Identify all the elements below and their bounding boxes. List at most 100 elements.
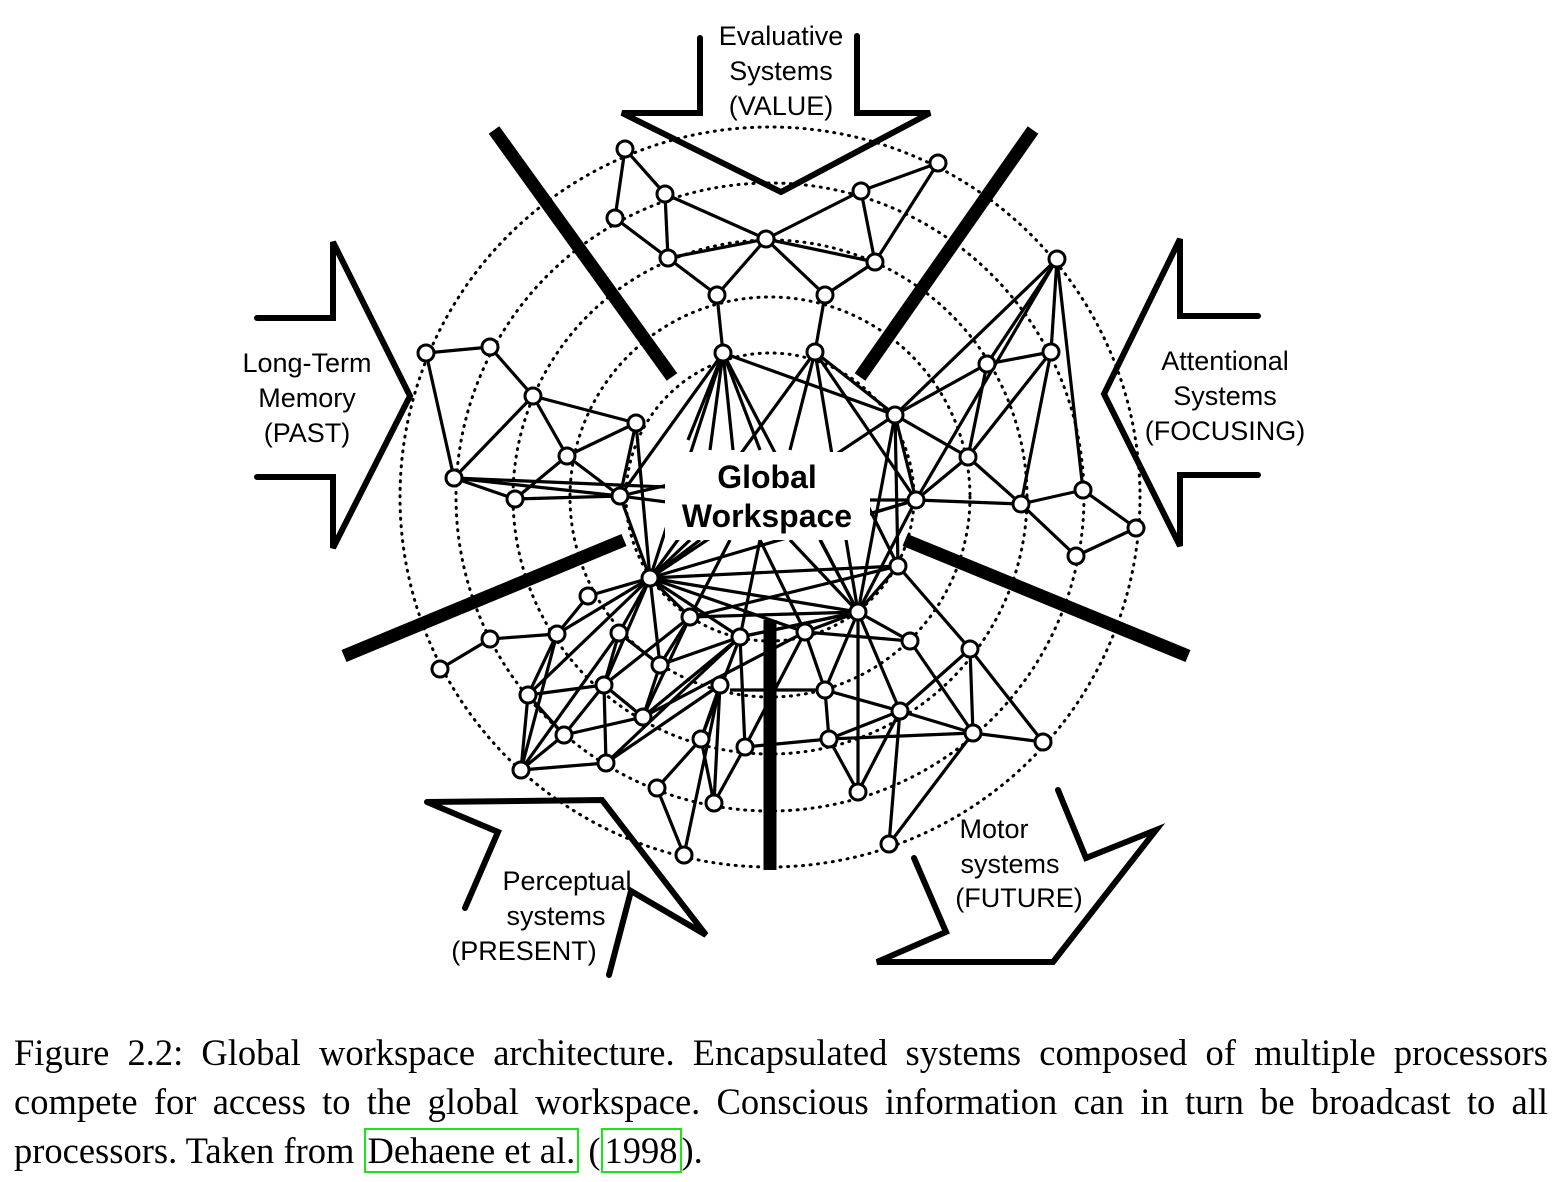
processor-node bbox=[958, 447, 978, 467]
attentional-label-line3: (FOCUSING) bbox=[1145, 416, 1305, 446]
edge bbox=[526, 576, 652, 697]
edge bbox=[966, 455, 1023, 506]
edge bbox=[857, 610, 911, 643]
divider-bar bbox=[488, 126, 678, 381]
edge bbox=[489, 632, 558, 641]
evaluative-label-line3: (VALUE) bbox=[729, 91, 834, 121]
processor-node bbox=[1047, 249, 1067, 269]
divider-bar bbox=[902, 533, 1191, 663]
edge bbox=[689, 610, 859, 619]
edge bbox=[520, 761, 607, 772]
module-arrows bbox=[254, 33, 1261, 978]
edge bbox=[688, 539, 732, 618]
processor-node bbox=[650, 655, 670, 675]
edge bbox=[813, 294, 827, 353]
edge bbox=[856, 710, 902, 793]
motor-label-line3: (FUTURE) bbox=[955, 883, 1082, 913]
edge bbox=[1055, 258, 1085, 491]
edge bbox=[613, 148, 627, 219]
figure-caption: Figure 2.2: Global workspace architectur… bbox=[14, 1028, 1548, 1175]
edge bbox=[527, 683, 605, 697]
edge bbox=[514, 494, 621, 501]
processor-node bbox=[928, 153, 948, 173]
edge bbox=[439, 637, 491, 671]
edge bbox=[856, 564, 900, 614]
edge bbox=[818, 539, 860, 613]
edge bbox=[648, 577, 662, 666]
processor-node bbox=[710, 675, 730, 695]
motor-label-line2: systems bbox=[960, 849, 1059, 879]
processor-node bbox=[480, 337, 500, 357]
processor-node bbox=[885, 405, 905, 425]
processor-node bbox=[430, 659, 450, 679]
processor-node bbox=[1073, 480, 1093, 500]
edge bbox=[873, 162, 940, 263]
edge bbox=[453, 476, 691, 490]
ring bbox=[398, 125, 1142, 869]
edge bbox=[894, 362, 988, 417]
processor-node bbox=[615, 139, 635, 159]
divider-bar bbox=[341, 533, 627, 663]
edge bbox=[893, 414, 900, 567]
edge bbox=[708, 352, 725, 451]
perceptual-label-line3: (PRESENT) bbox=[451, 936, 597, 966]
edge bbox=[803, 631, 827, 691]
network-nodes bbox=[416, 139, 1146, 865]
edge bbox=[823, 611, 860, 691]
processor-node bbox=[609, 623, 629, 643]
long-term-memory-label-line3: (PAST) bbox=[264, 418, 351, 448]
edge bbox=[641, 635, 742, 719]
edge bbox=[859, 190, 877, 263]
network-edges bbox=[424, 147, 1137, 856]
edge bbox=[915, 498, 1022, 506]
edge bbox=[659, 635, 741, 667]
caption-text: Figure 2.2: Global workspace architectur… bbox=[14, 1032, 1548, 1171]
processor-node bbox=[647, 778, 667, 798]
processor-node bbox=[658, 248, 678, 268]
processor-node bbox=[906, 490, 926, 510]
processor-node bbox=[416, 343, 436, 363]
long-term-memory-arrow-icon bbox=[254, 240, 414, 550]
edge bbox=[562, 684, 606, 736]
processor-node bbox=[1011, 494, 1031, 514]
edge bbox=[566, 421, 637, 458]
processor-node bbox=[713, 343, 733, 363]
edge bbox=[453, 476, 621, 498]
attentional-label-line2: Systems bbox=[1173, 381, 1277, 411]
edge bbox=[603, 615, 691, 687]
edge bbox=[744, 737, 830, 749]
processor-node bbox=[633, 707, 653, 727]
divider-bar bbox=[854, 126, 1039, 381]
edge bbox=[966, 351, 1053, 458]
edge bbox=[712, 746, 747, 804]
edge bbox=[563, 715, 644, 737]
processor-node bbox=[596, 753, 616, 773]
citation-close: ). bbox=[681, 1130, 703, 1171]
processor-node bbox=[680, 607, 700, 627]
edge bbox=[488, 345, 535, 398]
edge bbox=[682, 684, 722, 856]
attentional-label-line1: Attentional bbox=[1161, 346, 1289, 376]
edge bbox=[908, 640, 975, 734]
edge bbox=[814, 350, 896, 417]
edge bbox=[649, 576, 806, 634]
processor-node bbox=[815, 285, 835, 305]
edge bbox=[856, 499, 918, 613]
processor-node bbox=[547, 624, 567, 644]
edge bbox=[893, 257, 1059, 417]
sector-dividers bbox=[341, 126, 1191, 870]
citation-year-link[interactable]: 1998 bbox=[600, 1128, 682, 1173]
processor-node bbox=[557, 446, 577, 466]
citation-authors-link[interactable]: Dehaene et al. bbox=[363, 1128, 580, 1173]
evaluative-label-line2: Systems bbox=[729, 56, 833, 86]
motor-arrow-icon bbox=[875, 787, 1166, 965]
global-workspace-box bbox=[665, 452, 870, 540]
edge bbox=[824, 260, 876, 297]
processor-node bbox=[640, 568, 660, 588]
edge bbox=[824, 688, 901, 713]
processor-node bbox=[851, 181, 871, 201]
edge bbox=[618, 422, 638, 497]
processor-node bbox=[480, 629, 500, 649]
evaluative-label-line1: Evaluative bbox=[719, 21, 844, 51]
processor-node bbox=[1066, 546, 1086, 566]
